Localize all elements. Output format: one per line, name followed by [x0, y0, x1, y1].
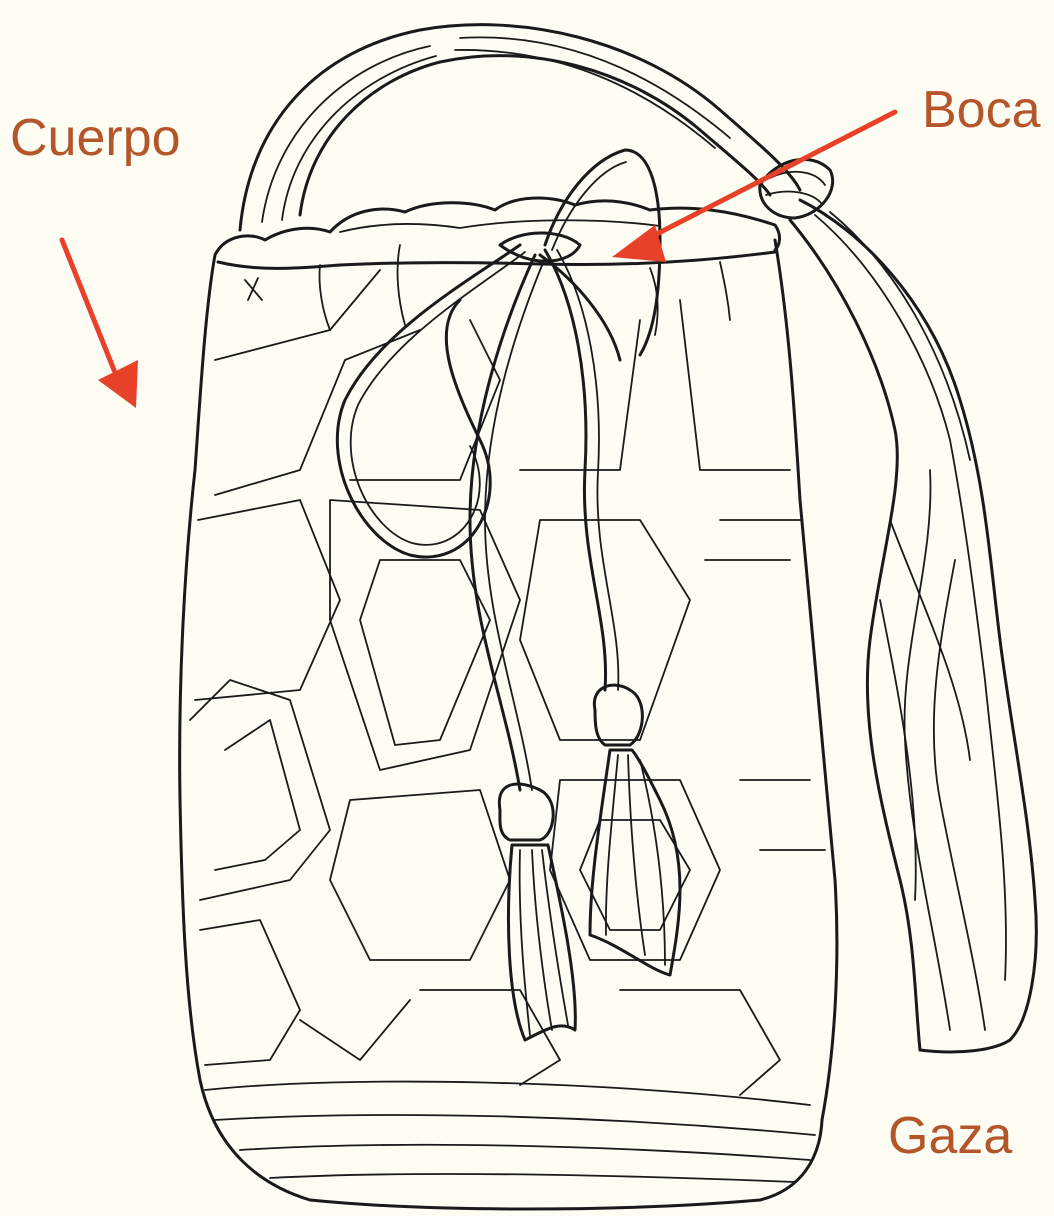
- boca-label: Boca: [922, 84, 1041, 136]
- gaza-label: Gaza: [888, 1110, 1012, 1162]
- hexagon-pattern: [190, 270, 825, 1095]
- cuerpo-label: Cuerpo: [10, 112, 181, 164]
- bag-body-drawing: [180, 198, 837, 1209]
- drawstring-cords: [337, 150, 680, 1040]
- cuerpo-arrow: [62, 240, 138, 408]
